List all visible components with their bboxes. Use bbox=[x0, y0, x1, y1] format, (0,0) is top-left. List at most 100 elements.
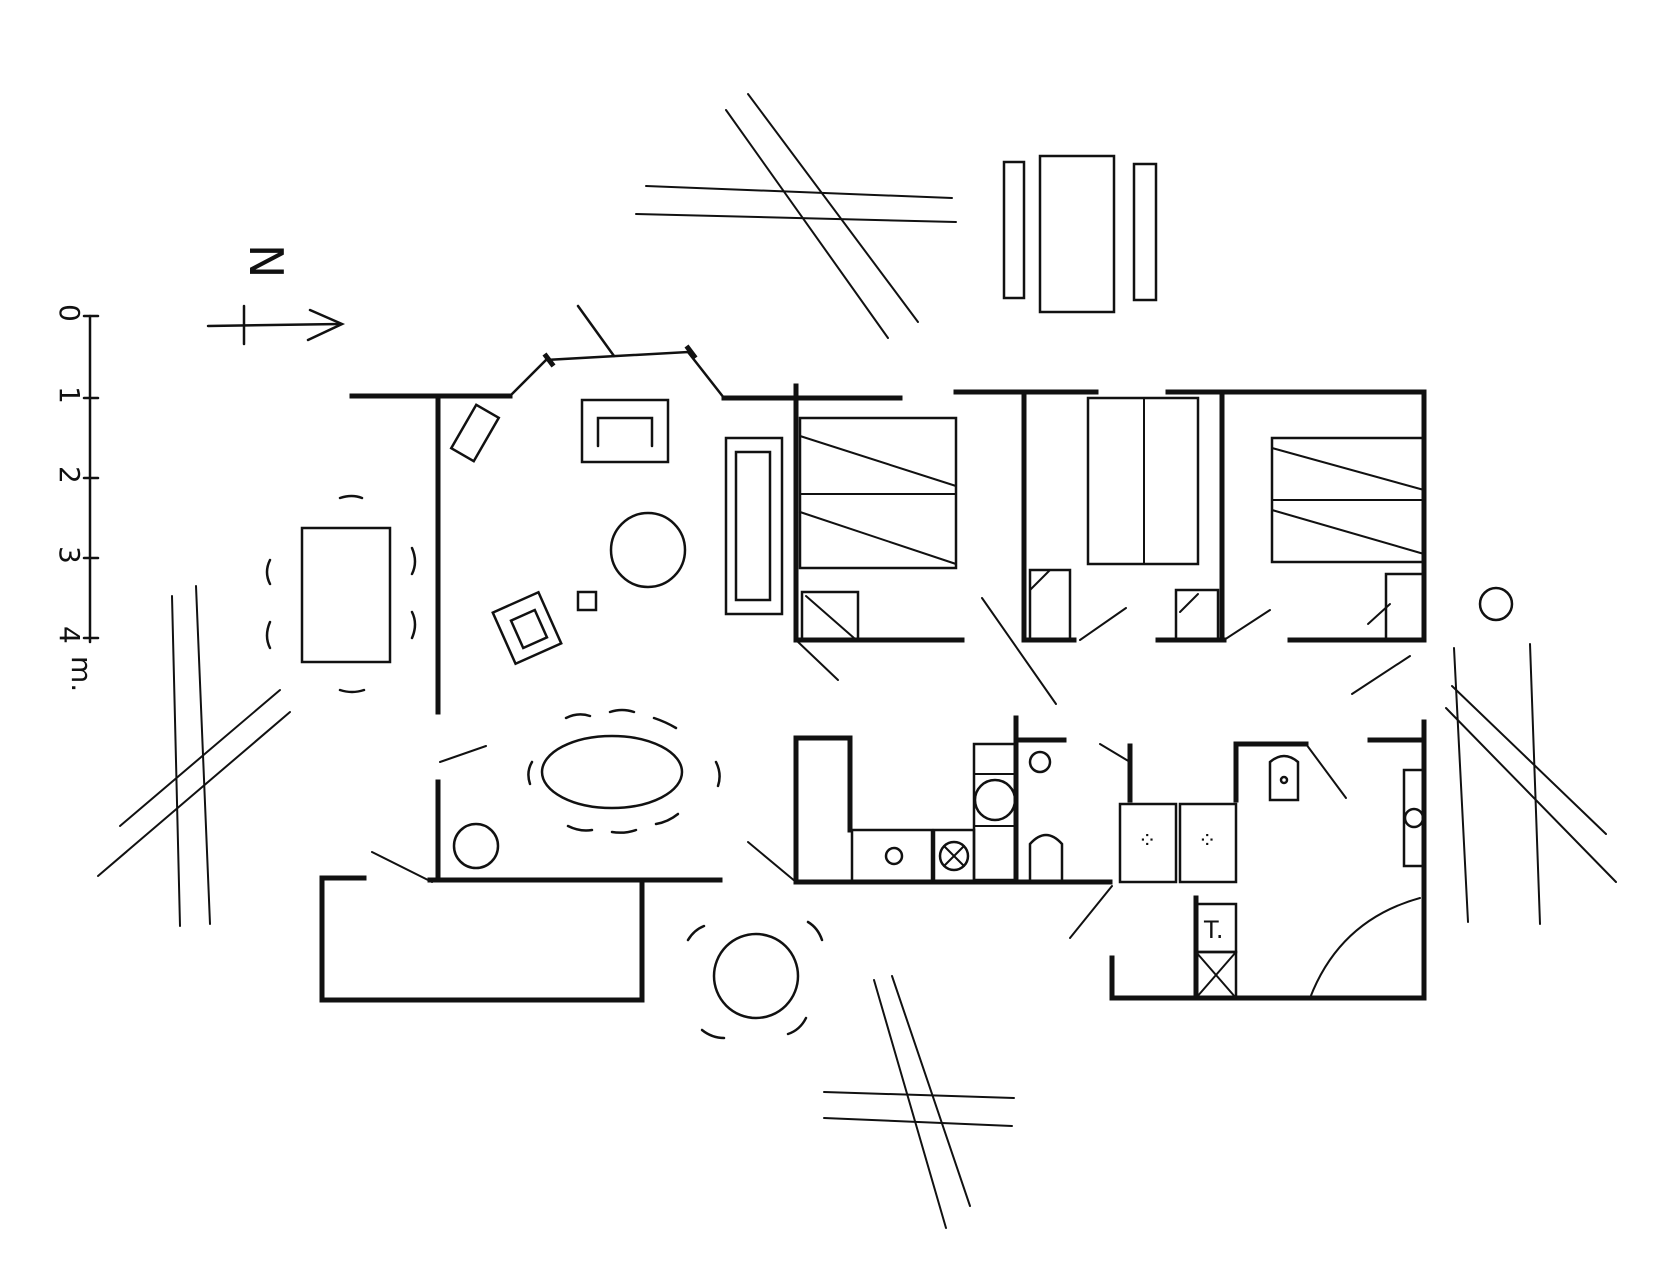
north-arrow: N bbox=[206, 244, 346, 346]
north-arrow-head bbox=[306, 308, 346, 342]
storage-cross bbox=[1195, 951, 1237, 999]
sink bbox=[884, 846, 904, 866]
wall-stub bbox=[684, 344, 698, 360]
bath-cabinet bbox=[972, 742, 1018, 882]
coffee-table bbox=[609, 511, 687, 589]
outdoor-shower bbox=[1478, 586, 1514, 622]
dining-area bbox=[452, 708, 721, 870]
living-room-furniture bbox=[449, 398, 784, 666]
chair bbox=[564, 713, 592, 720]
door-arc bbox=[1309, 897, 1421, 999]
bay-window-line bbox=[576, 304, 616, 358]
chair bbox=[652, 716, 678, 730]
hatch-line bbox=[1529, 643, 1541, 925]
washbasin bbox=[973, 778, 1017, 822]
wardrobe bbox=[1028, 568, 1072, 642]
chair bbox=[714, 760, 721, 788]
cabinet bbox=[449, 403, 501, 463]
hatch-line bbox=[891, 975, 971, 1207]
scale-label-3: 3 bbox=[53, 546, 86, 564]
toilet bbox=[1268, 754, 1300, 802]
hatch-line bbox=[119, 689, 281, 827]
bed-cover bbox=[1271, 509, 1425, 555]
hatch-line bbox=[97, 711, 291, 877]
bench bbox=[1132, 162, 1158, 302]
hatch-line bbox=[635, 213, 957, 223]
hatch-line bbox=[747, 93, 919, 323]
stove-cross bbox=[943, 845, 965, 867]
door-leaf bbox=[1099, 743, 1131, 763]
chair bbox=[700, 1028, 726, 1040]
scale-label-2: 2 bbox=[53, 466, 86, 484]
chair bbox=[265, 558, 272, 586]
wardrobe-line bbox=[1029, 569, 1051, 591]
scale-bar: 0 1 2 3 4 m. bbox=[53, 304, 100, 692]
bed-cover bbox=[1271, 447, 1425, 491]
armchair-inner bbox=[596, 416, 654, 448]
hatch-line bbox=[1453, 647, 1469, 923]
shower bbox=[1118, 802, 1178, 884]
shower-mark: ⁘ bbox=[1198, 829, 1216, 854]
scale-unit: m. bbox=[65, 656, 98, 692]
door-leaf bbox=[371, 851, 433, 883]
hatch-line bbox=[823, 1117, 1013, 1127]
terrace-table bbox=[300, 526, 392, 664]
hatch-line bbox=[873, 979, 947, 1229]
door-leaf bbox=[1079, 607, 1127, 641]
side-table bbox=[576, 590, 598, 612]
bench bbox=[1002, 160, 1026, 300]
scale-label-1: 1 bbox=[53, 386, 86, 404]
hatch-line bbox=[171, 595, 181, 927]
door-leaf bbox=[1069, 885, 1113, 939]
chair bbox=[608, 708, 636, 714]
stove-burner bbox=[938, 840, 970, 872]
armchair-fireplace bbox=[580, 398, 670, 464]
wardrobe bbox=[1174, 588, 1220, 642]
chair bbox=[527, 760, 534, 786]
chair bbox=[265, 620, 272, 650]
chair bbox=[566, 824, 594, 832]
chair bbox=[806, 920, 824, 942]
wall-stub bbox=[542, 352, 556, 368]
chair bbox=[686, 924, 706, 942]
bedroom-3 bbox=[1270, 436, 1426, 642]
vanity-sink bbox=[1403, 807, 1425, 829]
bedroom-1 bbox=[798, 416, 958, 642]
dining-table bbox=[540, 734, 684, 810]
hatch-line bbox=[1451, 685, 1607, 835]
chair bbox=[610, 828, 638, 834]
chair bbox=[338, 688, 366, 694]
chair bbox=[338, 494, 364, 500]
bed-cover bbox=[799, 435, 957, 487]
shower bbox=[1178, 802, 1238, 884]
north-label: N bbox=[239, 244, 293, 278]
door-leaf bbox=[1305, 743, 1347, 799]
wardrobe-line bbox=[805, 595, 855, 639]
landscape-hatches bbox=[97, 93, 1617, 1229]
terrace-table bbox=[1038, 154, 1116, 314]
door-leaf bbox=[981, 597, 1057, 705]
wardrobe-line bbox=[1367, 603, 1391, 625]
wardrobe bbox=[1384, 572, 1426, 642]
terrace-dining-set bbox=[265, 494, 417, 694]
hatch-line bbox=[725, 109, 889, 339]
sofa bbox=[724, 436, 784, 616]
bay-window bbox=[508, 350, 726, 400]
door-leaf bbox=[1223, 609, 1271, 641]
basin-small bbox=[1028, 750, 1052, 774]
round-table bbox=[452, 822, 500, 870]
chair bbox=[410, 610, 417, 640]
kitchen-counter bbox=[850, 828, 934, 884]
armchair bbox=[491, 590, 563, 666]
chair bbox=[654, 812, 680, 826]
shower-mark: ⁘ bbox=[1138, 829, 1156, 854]
door-leaf bbox=[747, 841, 797, 883]
kitchen-bath-fixtures: ⁘ ⁘ T. bbox=[850, 586, 1514, 1001]
bed-cover bbox=[799, 511, 957, 565]
hatch-line bbox=[823, 1091, 1015, 1099]
wardrobe-line bbox=[1179, 593, 1199, 613]
outdoor-round-table bbox=[686, 920, 824, 1040]
chair bbox=[410, 546, 417, 576]
door-leaf bbox=[1351, 655, 1411, 695]
